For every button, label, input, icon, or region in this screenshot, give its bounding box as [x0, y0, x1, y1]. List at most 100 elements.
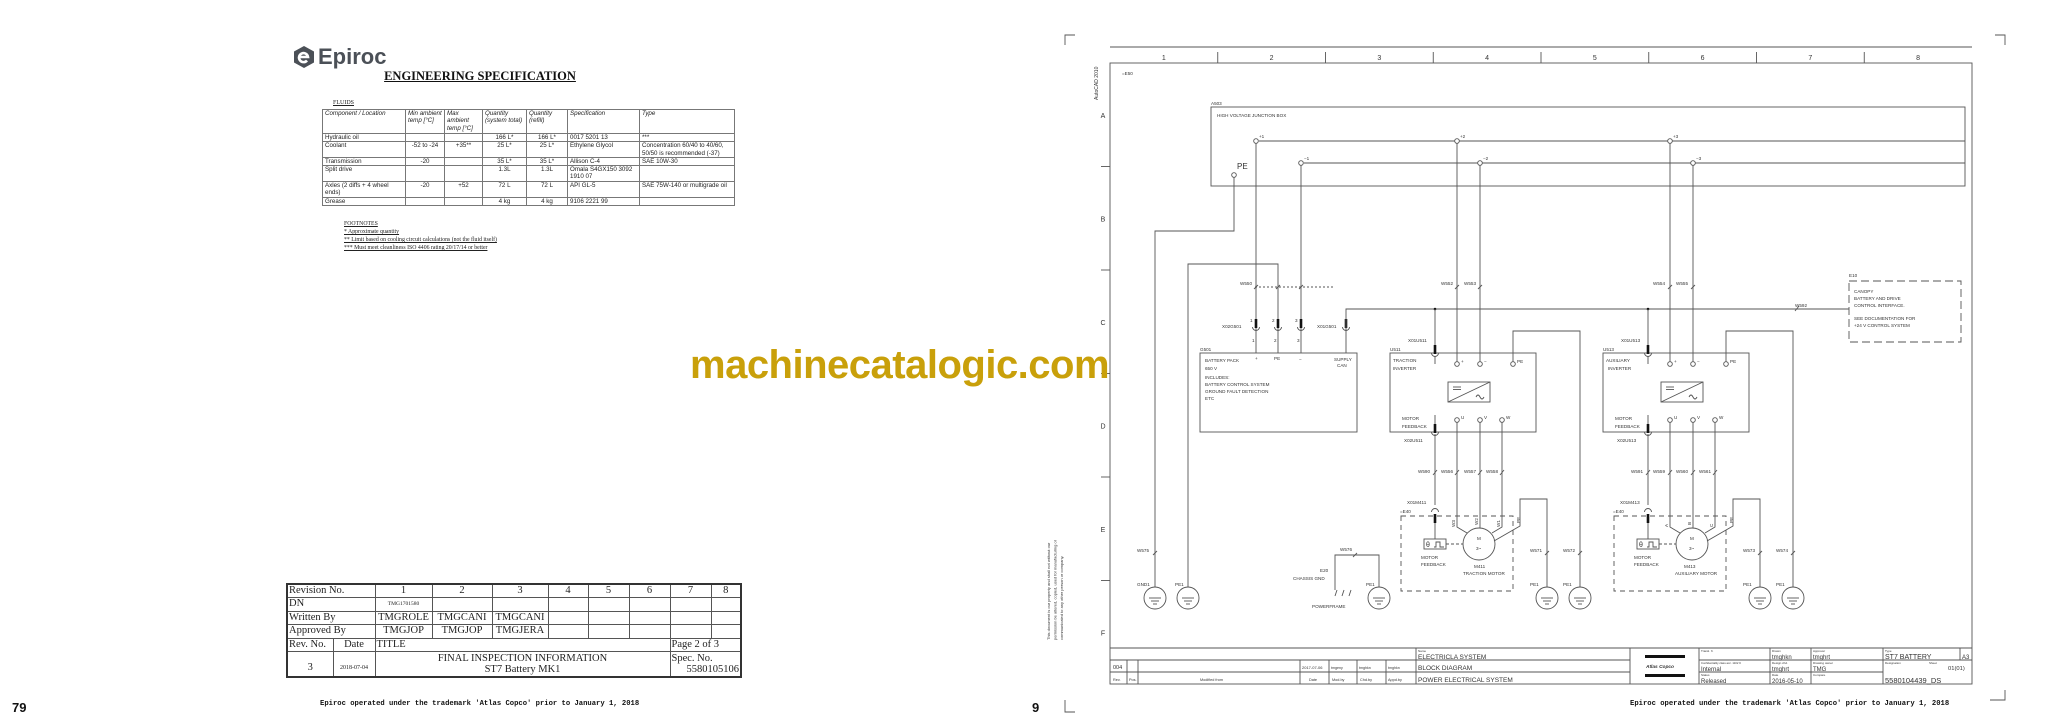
title-block-type-value: ST7 BATTERY [1885, 654, 1932, 661]
schematic-label-mm1b: 3~ [1476, 546, 1482, 551]
motor-symbol [1675, 527, 1709, 561]
wire [1334, 554, 1380, 590]
cable-mark [1667, 469, 1673, 476]
title-block-status-value: Released [1701, 679, 1726, 685]
table-row: Coolant-52 to -24+35**25 L*25 L*Ethylene… [322, 141, 735, 158]
terminal [1667, 417, 1673, 423]
schematic-label-c3: CONTROL INTERFACE. [1854, 303, 1905, 308]
fluids-caption: FLUIDS [333, 100, 355, 106]
autocad-label: AutoCAD 2010 [1094, 66, 1100, 100]
cable-mark [1298, 284, 1304, 290]
terminal [1690, 417, 1696, 423]
row-letter: D [1100, 423, 1105, 430]
schematic-label-w591: W591 [1631, 469, 1643, 474]
schematic-label-mf1b: FEEDBACK [1421, 562, 1447, 567]
wire [1669, 422, 1681, 534]
schematic-label-ai2: INVERTER [1608, 366, 1632, 371]
schematic-label-pe1b: PE1 [1366, 582, 1375, 587]
copyright-notice: communicated to any other person or comp… [1059, 556, 1064, 640]
schematic-label-x01m413: X01M413 [1620, 500, 1640, 505]
schematic-label-w573: W573 [1743, 548, 1755, 553]
schematic-label-p3: +3 [1673, 134, 1679, 139]
title-block-rev: 004 [1113, 665, 1122, 671]
schematic-label-m1: −1 [1304, 156, 1310, 161]
copyright-notice: This document is our property and shall … [1046, 542, 1051, 640]
schematic-label-ti1: TRACTION [1393, 358, 1416, 363]
theta-symbol: θ [1426, 542, 1430, 549]
dc-ac-converter-symbol [1447, 381, 1491, 403]
schematic-label-w556: W556 [1441, 469, 1453, 474]
schematic-label-aw: W [1719, 415, 1724, 420]
schematic-label-m413: M413 [1684, 564, 1696, 569]
connector-pin [1433, 424, 1437, 433]
schematic-label-tu: U [1461, 415, 1464, 420]
ac-wave [1688, 394, 1698, 400]
rev-value: 3 [286, 651, 334, 677]
title-block-size: A3 [1962, 655, 1970, 661]
cable-mark [1577, 550, 1583, 556]
title-block-sheet-label: Sheet [1929, 661, 1937, 665]
motor-terminal-label: W3 [1451, 520, 1456, 527]
cable-mark [1352, 552, 1358, 558]
schematic-label-chassis: CHASSIS GND [1293, 576, 1325, 581]
schematic-label-aplus: + [1674, 359, 1677, 364]
column-header: Type [639, 109, 735, 134]
canopy-interface-box [1848, 280, 1962, 343]
terminal [1723, 361, 1729, 367]
schematic-label-w572: W572 [1563, 548, 1575, 553]
schematic-label-pe1e: PE1 [1743, 582, 1752, 587]
schematic-label-x01m411: X01M411 [1407, 500, 1427, 505]
epiroc-logo: Epiroc [293, 44, 386, 70]
page-number-right: 9 [1032, 700, 1040, 715]
row-letter: A [1101, 113, 1106, 120]
title-block-compare-label: Compare [1813, 673, 1826, 677]
cable-mark [1477, 469, 1483, 476]
schematic-label-w555: W555 [1676, 281, 1688, 286]
motor-terminal-label: A [1664, 523, 1669, 527]
page-number-left: 79 [12, 700, 27, 715]
title-block-conf-label: Confidentiality class acc. 1102 K [1701, 661, 1741, 665]
terminal [1477, 361, 1483, 367]
connector-pin [1433, 345, 1437, 354]
title-block-approver-label: Approver [1813, 649, 1825, 653]
connector-pin [1646, 514, 1650, 523]
motor-terminal-label: W1 [1496, 520, 1501, 527]
schematic-label-m2: −2 [1483, 156, 1489, 161]
terminal [1454, 138, 1460, 144]
table-cell: SAE 10W-30 [639, 156, 735, 167]
theta-symbol: θ [1639, 542, 1643, 549]
wire [1154, 177, 1235, 587]
title-block-name-label: Name [1418, 649, 1426, 653]
converter-diagonal [1447, 381, 1491, 403]
schematic-label-pe: PE [1237, 162, 1248, 171]
wire [1512, 330, 1581, 587]
schematic-label-mf2a: MOTOR [1634, 555, 1652, 560]
title-block-appd-by: tmghkn [1388, 666, 1400, 670]
title-block-design-value: tmghrt [1772, 667, 1789, 673]
column-number: 8 [1916, 55, 1920, 62]
row-letter: C [1100, 320, 1105, 327]
cable-mark [1757, 550, 1763, 556]
title-block-logo-text: Atlas Copco [1645, 664, 1674, 670]
cable-mark [1667, 284, 1673, 290]
schematic-label-aminus: − [1697, 359, 1700, 364]
motor-terminal-label: W2 [1474, 518, 1479, 525]
schematic-label-pin2t: 2 [1272, 318, 1275, 323]
schematic-label-mm2b: 3~ [1689, 546, 1695, 551]
schematic-label-w576: W576 [1340, 547, 1352, 552]
schematic-label-pe1a: PE1 [1175, 582, 1184, 587]
table-cell [639, 196, 735, 207]
terminal [1454, 417, 1460, 423]
title-block-pos-label: Pos. [1129, 678, 1137, 682]
schematic-label-tminus: − [1484, 359, 1487, 364]
doc-title-line2: ST7 Battery MK1 [484, 663, 561, 675]
title-block-designation-label: Designation [1885, 661, 1901, 665]
schematic-label-bp2: 650 V [1205, 366, 1218, 371]
title-block-mod-by: tmgeny [1331, 666, 1343, 670]
trademark-footer-left: Epiroc operated under the trademark 'Atl… [320, 700, 640, 708]
schematic-label-e40b: =E40 [1613, 509, 1624, 514]
schematic-label-w571: W571 [1530, 548, 1542, 553]
footnotes-title: FOOTNOTES [344, 221, 378, 227]
